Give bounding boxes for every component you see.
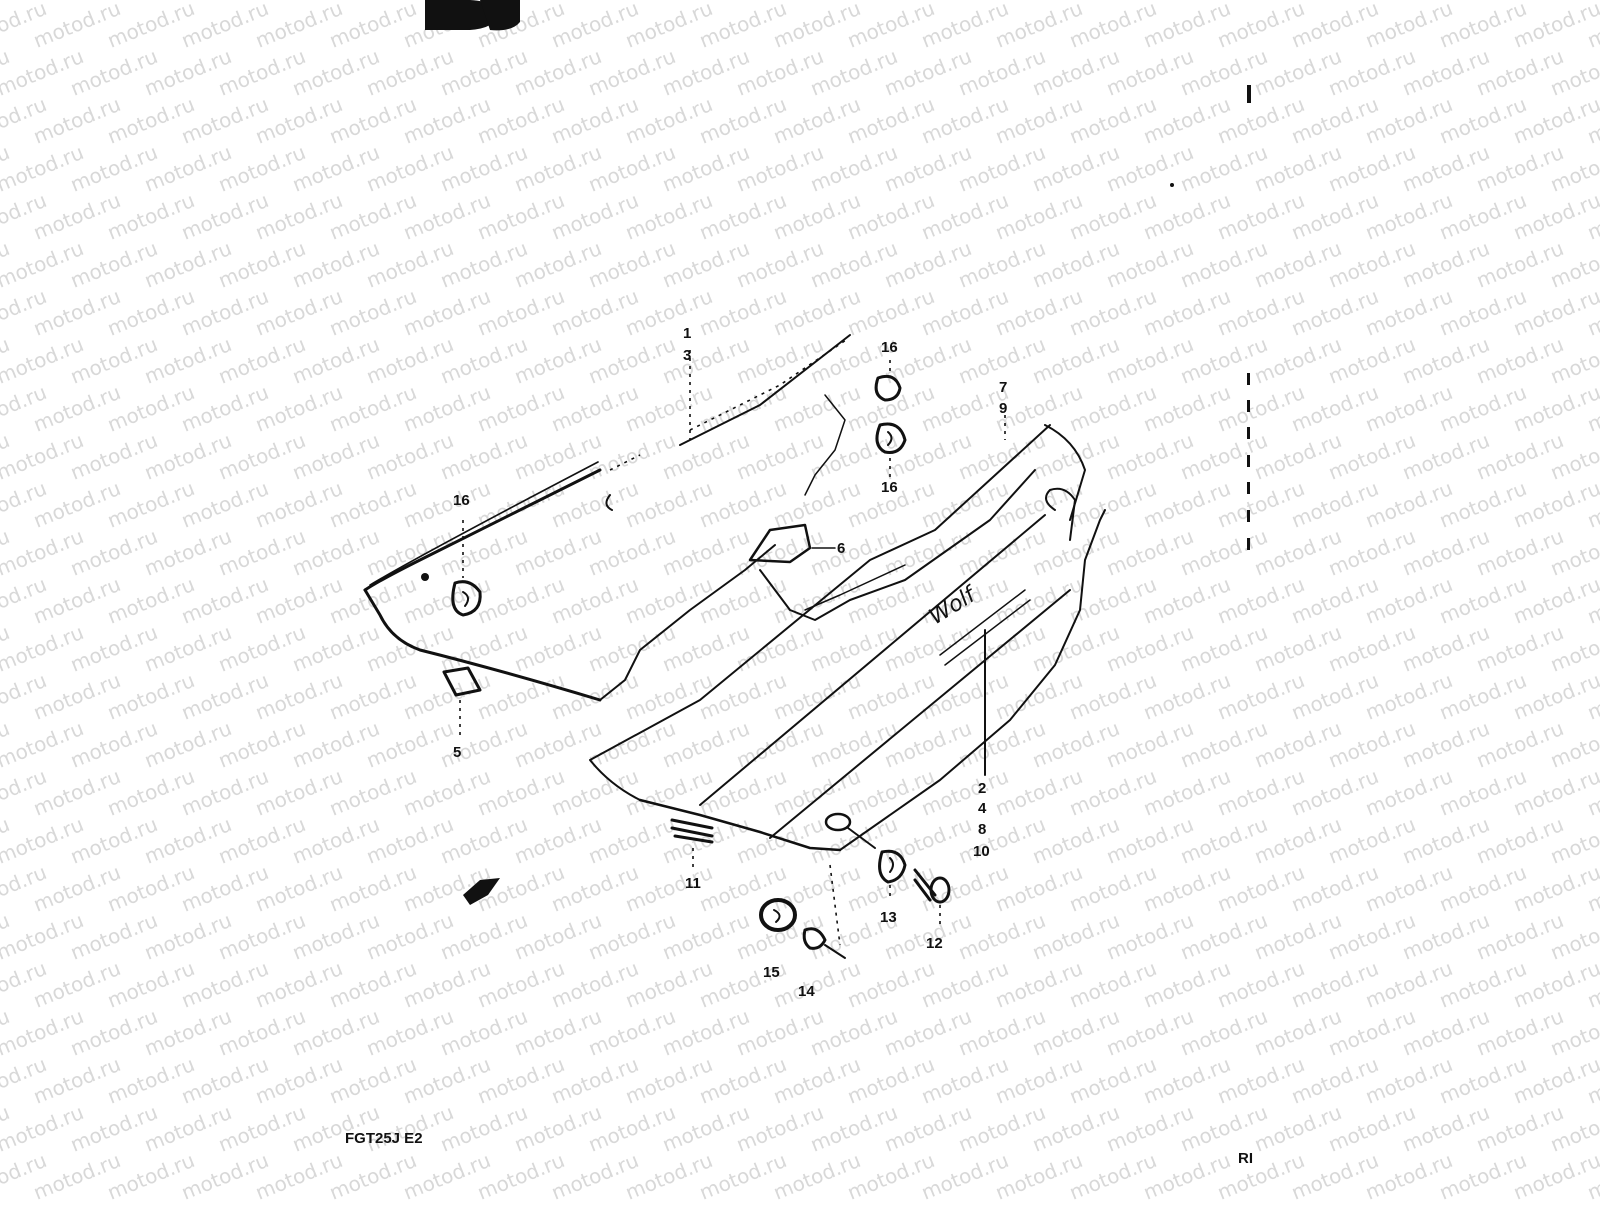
callout-11: 11 (685, 875, 701, 892)
callout-9: 9 (999, 400, 1007, 417)
pad-5 (442, 666, 482, 697)
callout-7: 7 (999, 379, 1007, 396)
grommet-16-top (874, 374, 902, 402)
callout-6: 6 (837, 540, 845, 557)
grommet-16-left (451, 580, 482, 617)
callout-16: 16 (453, 492, 470, 509)
callout-10: 10 (973, 843, 990, 860)
upper-side-cover (363, 334, 1036, 702)
bracket-6 (748, 523, 836, 564)
callout-5: 5 (453, 744, 461, 761)
callout-2: 2 (978, 780, 986, 797)
callout-3: 3 (683, 347, 691, 364)
pad-11 (670, 818, 714, 844)
model-code: FGT25J E2 (345, 1130, 423, 1147)
callout-12: 12 (926, 935, 943, 952)
callout-13: 13 (880, 909, 897, 926)
callout-1: 1 (683, 325, 691, 342)
page-marker: RI (1238, 1150, 1253, 1167)
leader-lines (459, 350, 1006, 959)
grommet-16-mid (875, 422, 907, 454)
arrow-marker (463, 878, 500, 905)
callout-8: 8 (978, 821, 986, 838)
callout-16: 16 (881, 339, 898, 356)
callouts: 1 3 16 7 9 16 16 6 5 2 4 8 10 11 13 12 1… (453, 325, 1007, 1000)
edge-artifacts (1170, 85, 1251, 550)
callout-15: 15 (763, 964, 780, 981)
callout-14: 14 (798, 983, 815, 1000)
collar-15 (759, 898, 797, 932)
washer-13 (878, 849, 907, 884)
callout-16: 16 (881, 479, 898, 496)
callout-4: 4 (978, 800, 987, 817)
bolt-12 (913, 868, 951, 904)
nut-14 (802, 927, 827, 950)
header-artifact (425, 0, 520, 31)
